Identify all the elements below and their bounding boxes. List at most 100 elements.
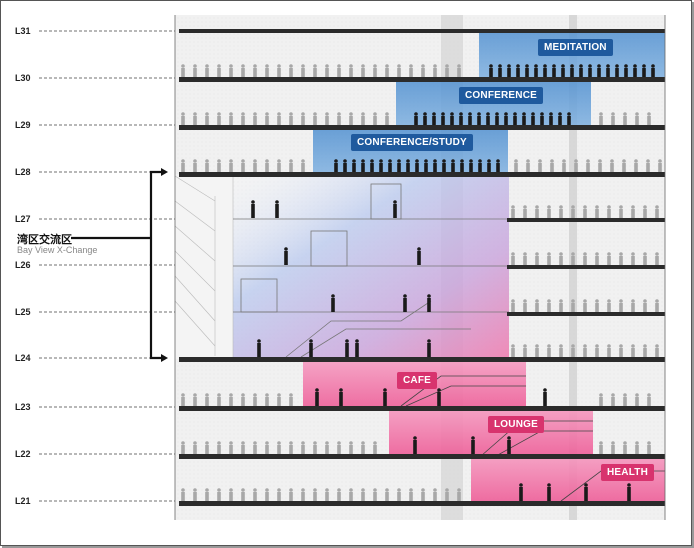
seated-person-figure	[611, 441, 615, 454]
seated-person-figure	[445, 64, 449, 77]
seated-person-figure	[567, 112, 571, 125]
slab-l28	[179, 172, 665, 177]
seated-person-figure	[205, 441, 209, 454]
slab-l29	[179, 125, 665, 130]
seated-person-figure	[325, 112, 329, 125]
health-label: HEALTH	[601, 464, 655, 481]
xchange-title-en: Bay View X-Change	[17, 245, 98, 255]
seated-person-figure	[193, 64, 197, 77]
seated-person-figure	[611, 393, 615, 406]
seated-person-figure	[477, 112, 481, 125]
seated-person-figure	[373, 488, 377, 501]
seated-person-figure	[599, 441, 603, 454]
seated-person-figure	[535, 299, 539, 312]
seated-person-figure	[253, 488, 257, 501]
seated-person-figure	[277, 393, 281, 406]
seated-person-figure	[535, 344, 539, 357]
seated-person-figure	[277, 488, 281, 501]
seated-person-figure	[337, 441, 341, 454]
seated-person-figure	[595, 344, 599, 357]
seated-person-figure	[487, 159, 491, 172]
seated-person-figure	[217, 112, 221, 125]
seated-person-figure	[229, 64, 233, 77]
seated-person-figure	[511, 299, 515, 312]
slab-l26	[507, 265, 665, 269]
seated-person-figure	[205, 488, 209, 501]
seated-person-figure	[642, 64, 646, 77]
seated-person-figure	[289, 441, 293, 454]
seated-person-figure	[457, 488, 461, 501]
seated-person-figure	[643, 252, 647, 265]
seated-person-figure	[229, 112, 233, 125]
seated-person-figure	[334, 159, 338, 172]
seated-person-figure	[193, 488, 197, 501]
seated-person-figure	[583, 252, 587, 265]
seated-person-figure	[558, 112, 562, 125]
atrium-facade-lines	[174, 174, 234, 359]
seated-person-figure	[643, 299, 647, 312]
seated-person-figure	[451, 159, 455, 172]
seated-person-figure	[643, 344, 647, 357]
people-silhouettes	[181, 64, 662, 501]
seated-person-figure	[655, 344, 659, 357]
seated-person-figure	[507, 64, 511, 77]
seated-person-figure	[193, 159, 197, 172]
seated-person-figure	[265, 159, 269, 172]
slab-l30	[179, 77, 665, 82]
seated-person-figure	[496, 159, 500, 172]
seated-person-figure	[253, 441, 257, 454]
seated-person-figure	[379, 159, 383, 172]
seated-person-figure	[514, 159, 518, 172]
seated-person-figure	[289, 159, 293, 172]
standing-person-figure	[427, 294, 431, 312]
level-leader-lines	[39, 30, 175, 502]
seated-person-figure	[525, 64, 529, 77]
seated-person-figure	[313, 488, 317, 501]
seated-person-figure	[217, 64, 221, 77]
seated-person-figure	[205, 159, 209, 172]
seated-person-figure	[229, 393, 233, 406]
seated-person-figure	[181, 112, 185, 125]
seated-person-figure	[301, 488, 305, 501]
seated-person-figure	[561, 64, 565, 77]
seated-person-figure	[635, 393, 639, 406]
seated-person-figure	[623, 393, 627, 406]
seated-person-figure	[623, 441, 627, 454]
seated-person-figure	[289, 64, 293, 77]
seated-person-figure	[253, 393, 257, 406]
standing-person-figure	[257, 339, 261, 357]
seated-person-figure	[571, 344, 575, 357]
seated-person-figure	[523, 252, 527, 265]
seated-person-figure	[352, 159, 356, 172]
seated-person-figure	[265, 441, 269, 454]
seated-person-figure	[325, 441, 329, 454]
seated-person-figure	[489, 64, 493, 77]
seated-person-figure	[450, 112, 454, 125]
standing-person-figure	[403, 294, 407, 312]
building-edges	[174, 15, 666, 520]
seated-person-figure	[559, 205, 563, 218]
seated-person-figure	[655, 299, 659, 312]
atrium-facade	[175, 174, 233, 359]
seated-person-figure	[523, 299, 527, 312]
seated-person-figure	[217, 159, 221, 172]
seated-person-figure	[241, 393, 245, 406]
seated-person-figure	[540, 112, 544, 125]
seated-person-figure	[631, 252, 635, 265]
slab-l21	[179, 501, 665, 506]
seated-person-figure	[571, 205, 575, 218]
seated-person-figure	[583, 344, 587, 357]
level-label: L27	[15, 214, 31, 224]
seated-person-figure	[442, 159, 446, 172]
seated-person-figure	[241, 488, 245, 501]
seated-person-figure	[595, 299, 599, 312]
seated-person-figure	[265, 393, 269, 406]
standing-person-figure	[519, 483, 523, 501]
seated-person-figure	[301, 64, 305, 77]
seated-person-figure	[522, 112, 526, 125]
level-label: L31	[15, 26, 31, 36]
seated-person-figure	[498, 64, 502, 77]
seated-person-figure	[543, 64, 547, 77]
atrium-interior	[233, 183, 509, 358]
